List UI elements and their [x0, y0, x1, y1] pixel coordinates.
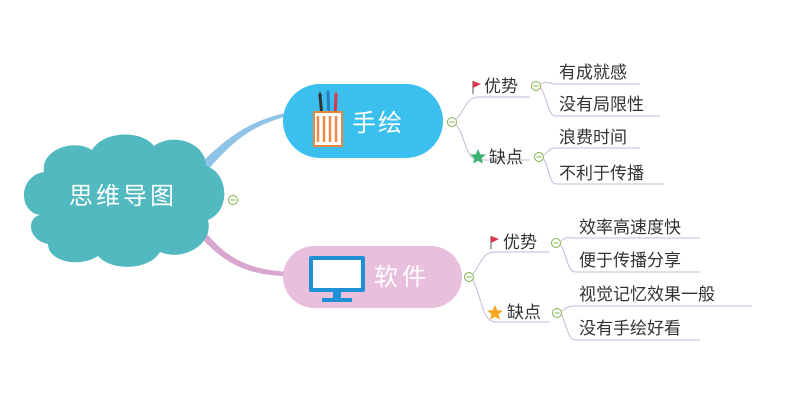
hand-advantage-collapse-toggle[interactable] [531, 81, 541, 91]
hand-advantage-item-1: 有成就感 [559, 63, 627, 83]
branch-hand-collapse-toggle[interactable] [447, 117, 457, 127]
branch-soft-collapse-toggle[interactable] [464, 272, 474, 282]
red-flag-icon [472, 81, 481, 94]
soft-disadvantage-group[interactable]: 缺点 [487, 303, 541, 323]
root-label: 思维导图 [69, 182, 177, 210]
hand-disadvantage-group[interactable]: 缺点 [470, 148, 523, 168]
soft-group-connectors [472, 251, 550, 323]
branch-node-hand[interactable]: 手绘 [283, 84, 443, 158]
hand-disadvantage-item-1: 浪费时间 [559, 128, 627, 148]
soft-advantage-item-connectors [560, 237, 700, 273]
hand-disadvantage-item-connectors [543, 147, 664, 185]
hand-disadvantage-collapse-toggle[interactable] [534, 152, 544, 162]
soft-advantage-item-1: 效率高速度快 [579, 218, 681, 238]
branch-hand-label: 手绘 [352, 109, 404, 137]
branch-node-soft[interactable]: 软件 [283, 246, 462, 308]
hand-advantage-group[interactable]: 优势 [472, 77, 518, 97]
soft-disadvantage-item-1: 视觉记忆效果一般 [579, 285, 715, 305]
root-node[interactable]: 思维导图 [23, 134, 225, 267]
hand-advantage-item-connectors [540, 81, 660, 117]
root-collapse-toggle[interactable] [228, 195, 238, 205]
soft-disadvantage-label: 缺点 [507, 303, 541, 323]
connector-root-soft [196, 228, 300, 277]
soft-advantage-item-2: 便于传播分享 [579, 251, 681, 271]
pencil-cup-icon [313, 89, 343, 147]
green-star-icon [470, 149, 486, 164]
orange-star-icon [487, 305, 503, 320]
branch-soft-label: 软件 [374, 263, 430, 291]
red-flag-icon [490, 236, 499, 249]
soft-disadvantage-item-2: 没有手绘好看 [579, 319, 681, 339]
monitor-icon [309, 256, 365, 302]
hand-disadvantage-item-2: 不利于传播 [559, 164, 644, 184]
hand-advantage-item-2: 没有局限性 [559, 95, 644, 115]
soft-disadvantage-collapse-toggle[interactable] [552, 308, 562, 318]
connector-root-hand [196, 110, 300, 172]
hand-disadvantage-label: 缺点 [489, 148, 523, 168]
hand-advantage-label: 优势 [484, 77, 518, 97]
soft-advantage-group[interactable]: 优势 [490, 233, 537, 253]
soft-advantage-label: 优势 [503, 233, 537, 253]
soft-advantage-collapse-toggle[interactable] [551, 238, 561, 248]
soft-disadvantage-item-connectors [561, 305, 752, 341]
root-cloud-shape [23, 134, 225, 267]
